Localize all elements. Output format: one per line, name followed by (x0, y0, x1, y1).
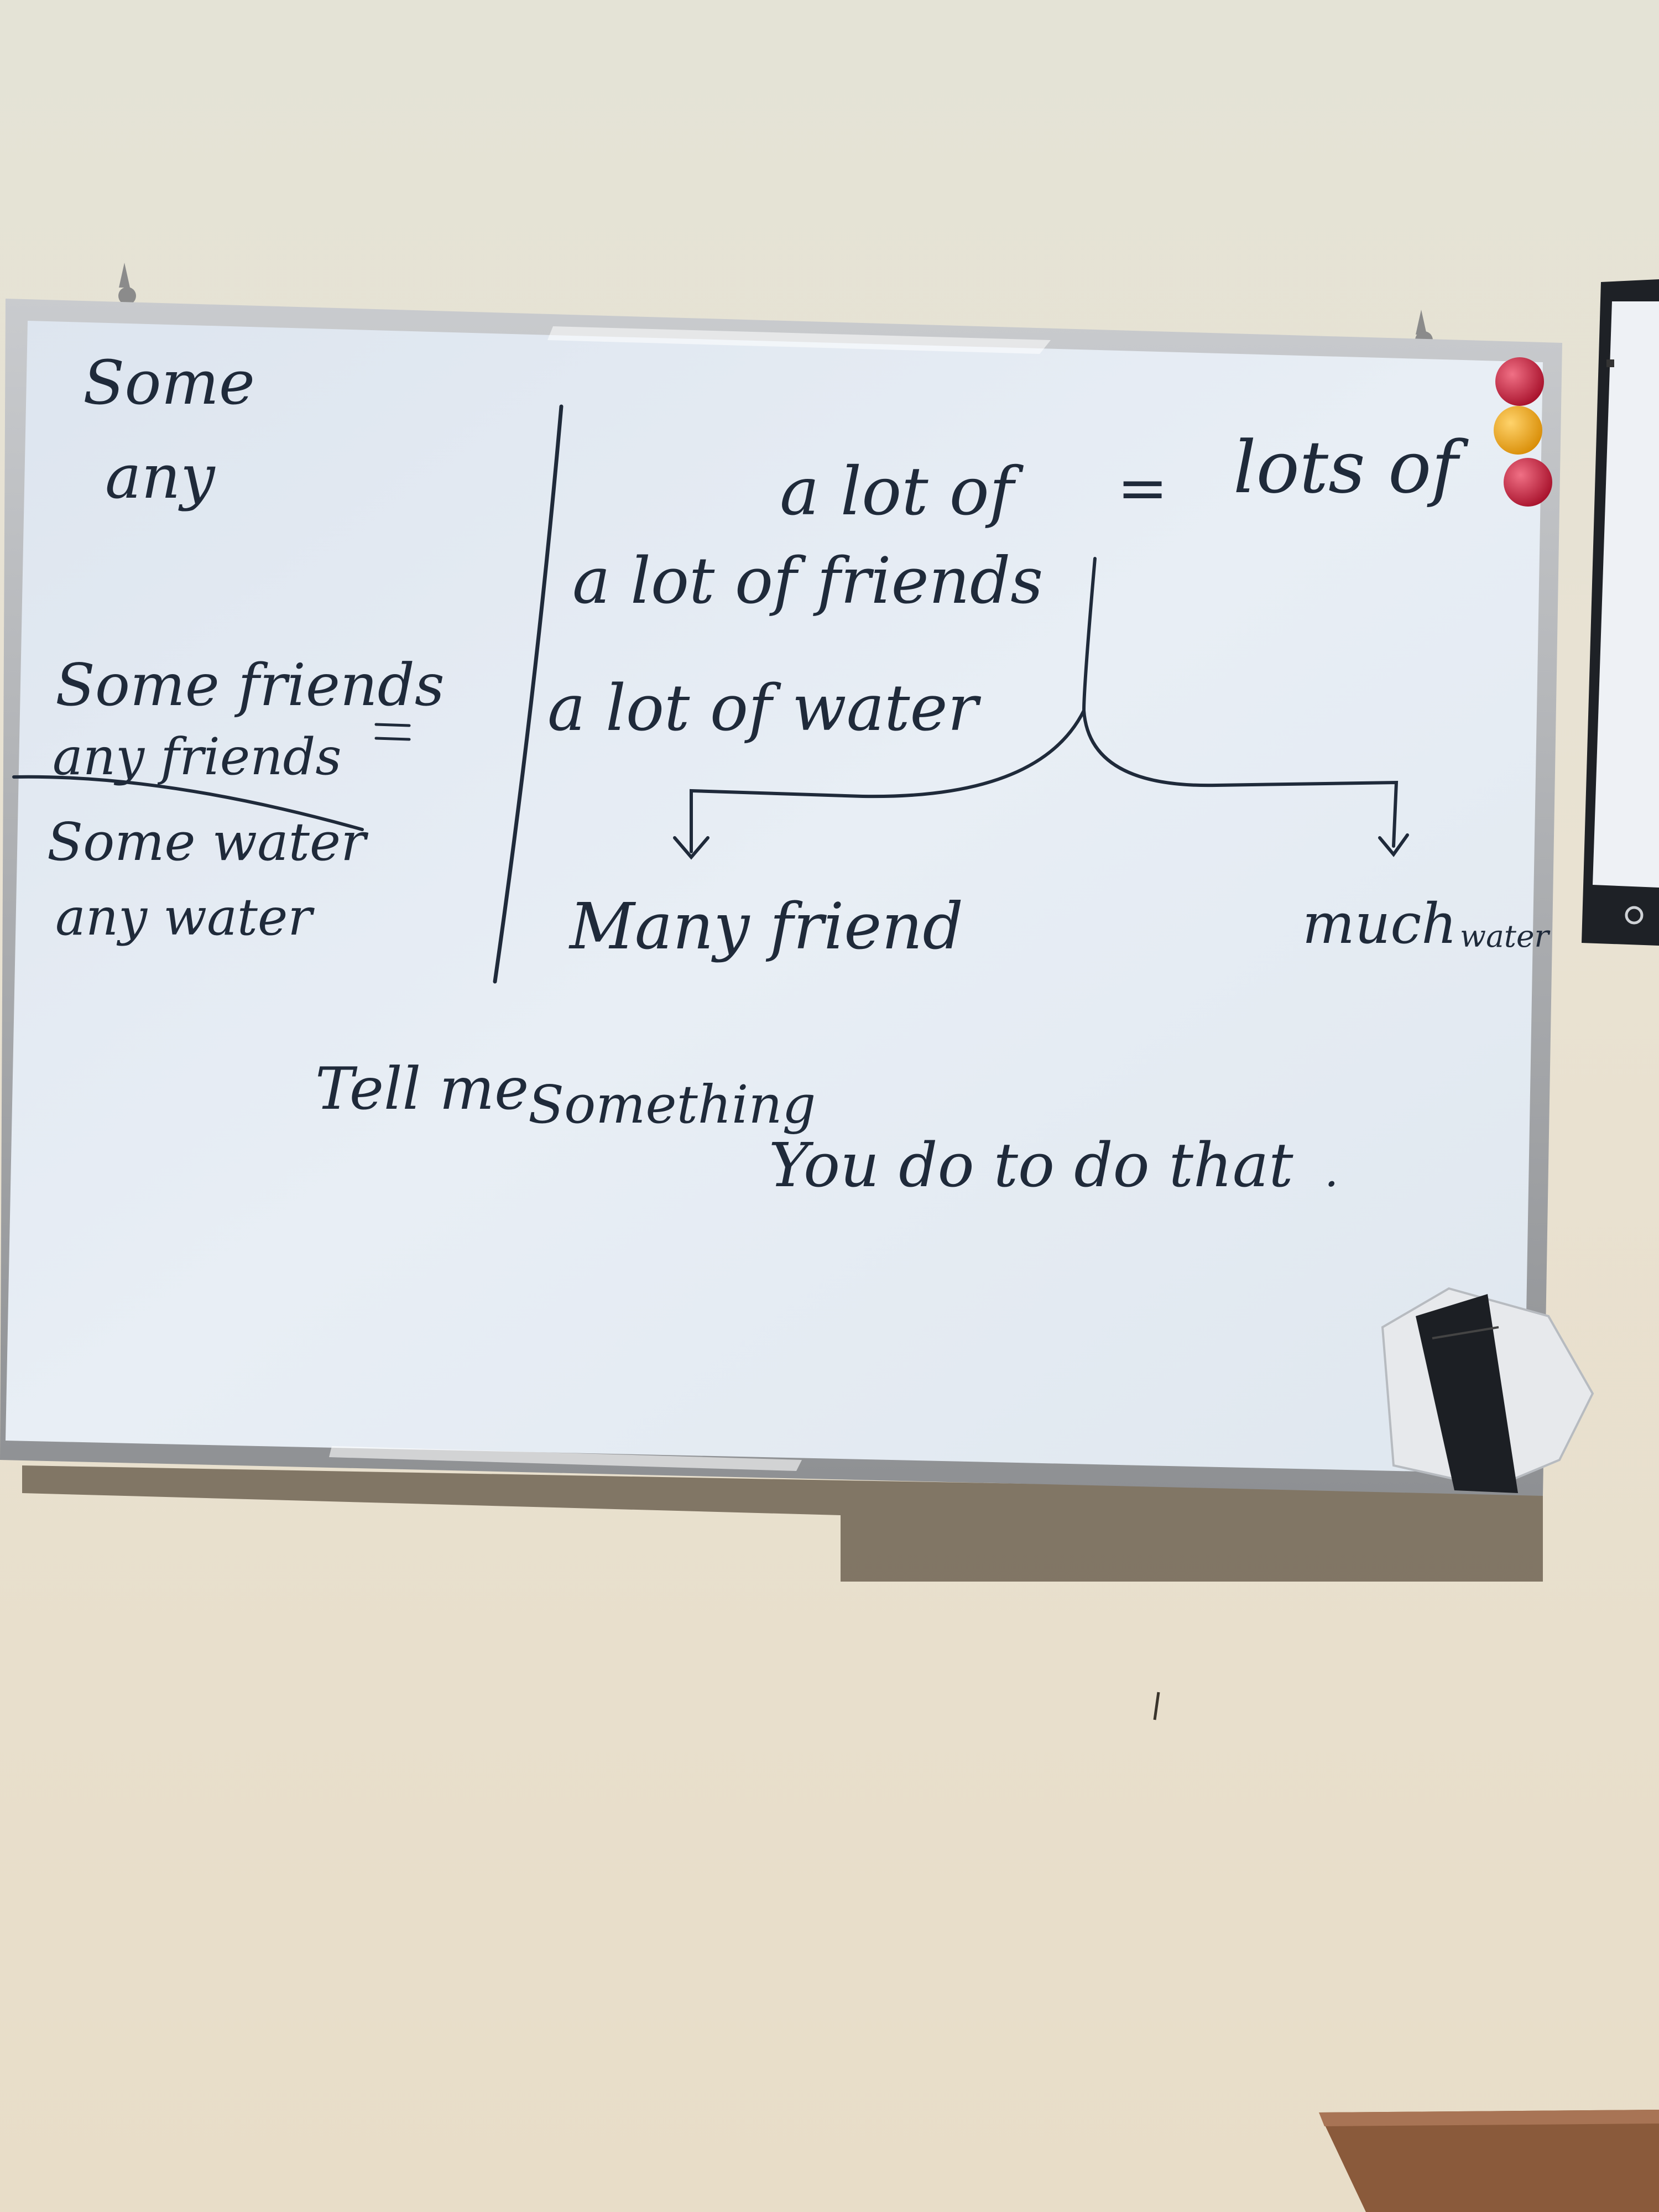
magnet-yellow (1494, 406, 1542, 455)
magnet-red (1495, 357, 1544, 406)
board-line-some-water: Some water (47, 812, 369, 873)
board-surface (6, 321, 1543, 1474)
board-branch-much: much (1302, 891, 1457, 956)
board-sentence-period: . (1324, 1145, 1338, 1197)
board-sentence-you-do: You do to do that (769, 1130, 1293, 1201)
magnet-red (1504, 458, 1552, 507)
board-word-any: any (105, 441, 216, 512)
board-word-some: Some (83, 347, 255, 418)
board-glare (547, 326, 1051, 354)
board-header-a-lot-of: a lot of (780, 453, 1024, 530)
desk-corner-edge (1319, 2110, 1659, 2126)
desk-corner (1319, 2110, 1659, 2212)
board-header-lots-of: lots of (1233, 425, 1469, 509)
board-line-any-friends: any friends (53, 727, 342, 786)
arrow-head-left (673, 836, 709, 860)
board-branch-many-friend: Many friend (568, 890, 963, 964)
marker-strokes (12, 404, 1409, 984)
monitor-edge (1582, 279, 1659, 946)
arrow-head-right (1378, 833, 1409, 857)
board-example-water: a lot of water (547, 671, 982, 745)
board-example-friends: a lot of friends (572, 544, 1043, 618)
board-glare (329, 1446, 802, 1471)
whiteboard-eraser-icon (1381, 1287, 1594, 1493)
board-line-any-water: any water (55, 888, 315, 947)
board-shadow (22, 1465, 1543, 1582)
branch-right (1082, 709, 1399, 848)
board-sentence-tell-me: Tell me (315, 1055, 529, 1123)
board-branch-water-small: water (1460, 919, 1551, 954)
board-header-equals: = (1117, 452, 1168, 523)
underline-stroke (12, 775, 364, 831)
double-underline (374, 723, 411, 741)
wall-scuff (1153, 1692, 1160, 1720)
divider-line (493, 404, 564, 984)
board-line-some-friends: Some friends (55, 651, 445, 719)
board-sentence-something: Something (528, 1074, 816, 1135)
branch-left (690, 709, 1086, 853)
branch-stem (1082, 557, 1097, 712)
